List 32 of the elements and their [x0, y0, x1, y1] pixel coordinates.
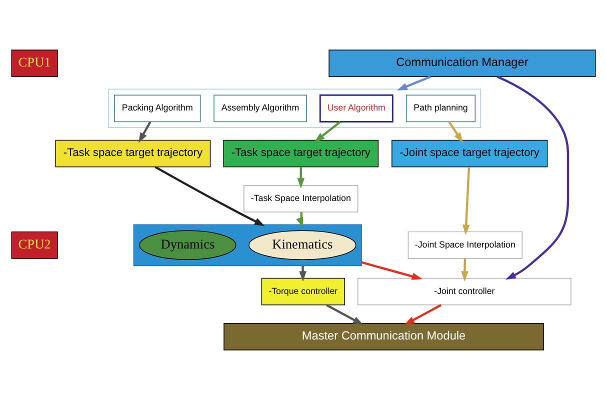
node-box: Packing Algorithm [114, 94, 201, 122]
arrow [448, 121, 464, 143]
node-box: -Joint space target trajectory [392, 140, 548, 168]
arrow [297, 166, 305, 189]
arrow [299, 266, 306, 282]
node-box: CPU1 [11, 50, 58, 77]
arrow [326, 304, 364, 325]
node-box: -Joint Space Interpolation [408, 231, 522, 259]
node-box: Communication Manager [328, 50, 596, 77]
cluster [108, 88, 482, 128]
node-box: -Task space target trajectory [223, 140, 379, 168]
node-box: -Joint controller [358, 278, 572, 306]
arrow [462, 166, 470, 236]
node-box: Path planning [406, 94, 476, 122]
cluster [133, 224, 362, 266]
node-box: -Task space target trajectory [55, 140, 211, 168]
node-ellipse: Dynamics [139, 230, 236, 260]
arrow [138, 121, 152, 143]
arrow [296, 212, 304, 228]
node-box: -Task Space Interpolation [244, 184, 358, 212]
arrow [154, 166, 265, 226]
arrow [461, 258, 468, 282]
node-ellipse: Kinematics [248, 230, 356, 260]
arrow [361, 261, 422, 280]
arrow [396, 76, 431, 90]
node-box: CPU2 [11, 231, 58, 259]
node-box: Assembly Algorithm [214, 94, 307, 122]
node-box: -Torque controller [261, 278, 345, 306]
node-box: User Algorithm [319, 94, 394, 122]
arrow [314, 120, 342, 142]
node-box: Master Communication Module [224, 323, 544, 350]
arrow [496, 76, 570, 280]
